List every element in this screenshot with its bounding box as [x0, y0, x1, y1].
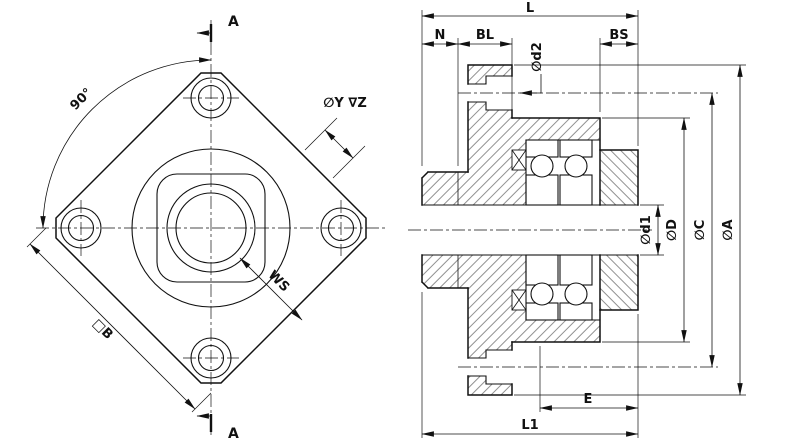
section-centerlines [408, 92, 718, 368]
dim-N: N [421, 28, 459, 166]
dim-N-label: N [435, 28, 446, 43]
bearing-cavity-outline [525, 139, 601, 321]
dim-E-label: E [584, 392, 593, 407]
endcap-outline [599, 149, 639, 311]
seals [511, 149, 527, 311]
dim-L1-label: L1 [521, 418, 538, 433]
dim-L1: L1 [421, 292, 639, 438]
dim-A-label: ∅A [721, 219, 736, 240]
wrench-flats-label: WS [265, 268, 292, 295]
dim-square-B: □B [26, 227, 212, 413]
flange-hole-bottom-outline [467, 349, 513, 385]
square-side-label: □B [89, 316, 115, 342]
section-view: L N BL BS ∅d2 ∅d1 ∅D [408, 1, 746, 438]
dim-d1: ∅d1 [639, 204, 664, 256]
bearing-ball [530, 154, 554, 178]
front-view: A A 90° □B WS ∅Y ∇Z [26, 14, 386, 442]
dim-BS-label: BS [609, 28, 628, 43]
dim-C: ∅C [693, 92, 715, 368]
dim-L: L [421, 1, 639, 166]
dim-D: ∅D [602, 117, 690, 343]
dim-BS: BS [599, 28, 639, 112]
pilot-outline [420, 170, 469, 290]
dim-counterbore: ∅Y ∇Z [304, 96, 367, 179]
bearing-ball [530, 282, 554, 306]
bearing-ball [564, 154, 588, 178]
dim-WS: WS [239, 257, 303, 321]
dim-A: ∅A [514, 64, 746, 396]
counterbore-label: ∅Y ∇Z [323, 96, 367, 111]
dim-d2: ∅d2 [519, 42, 545, 96]
bearing-ball [564, 282, 588, 306]
bearing-balls [530, 154, 588, 306]
section-label-bottom: A [228, 426, 239, 442]
body-outline-section [511, 117, 601, 343]
dim-BL: BL [457, 28, 513, 112]
flange-hole-top-outline [467, 75, 513, 111]
angle-label: 90° [68, 86, 96, 114]
dim-L-label: L [526, 1, 534, 16]
dim-D-label: ∅D [665, 219, 680, 241]
dim-BL-label: BL [476, 28, 494, 43]
dim-d1-label: ∅d1 [639, 215, 654, 245]
dim-C-label: ∅C [693, 220, 708, 241]
dim-angle-90: 90° [40, 57, 212, 229]
dim-E: E [539, 314, 639, 412]
dim-d2-label: ∅d2 [530, 42, 545, 72]
section-label-top: A [228, 14, 239, 30]
